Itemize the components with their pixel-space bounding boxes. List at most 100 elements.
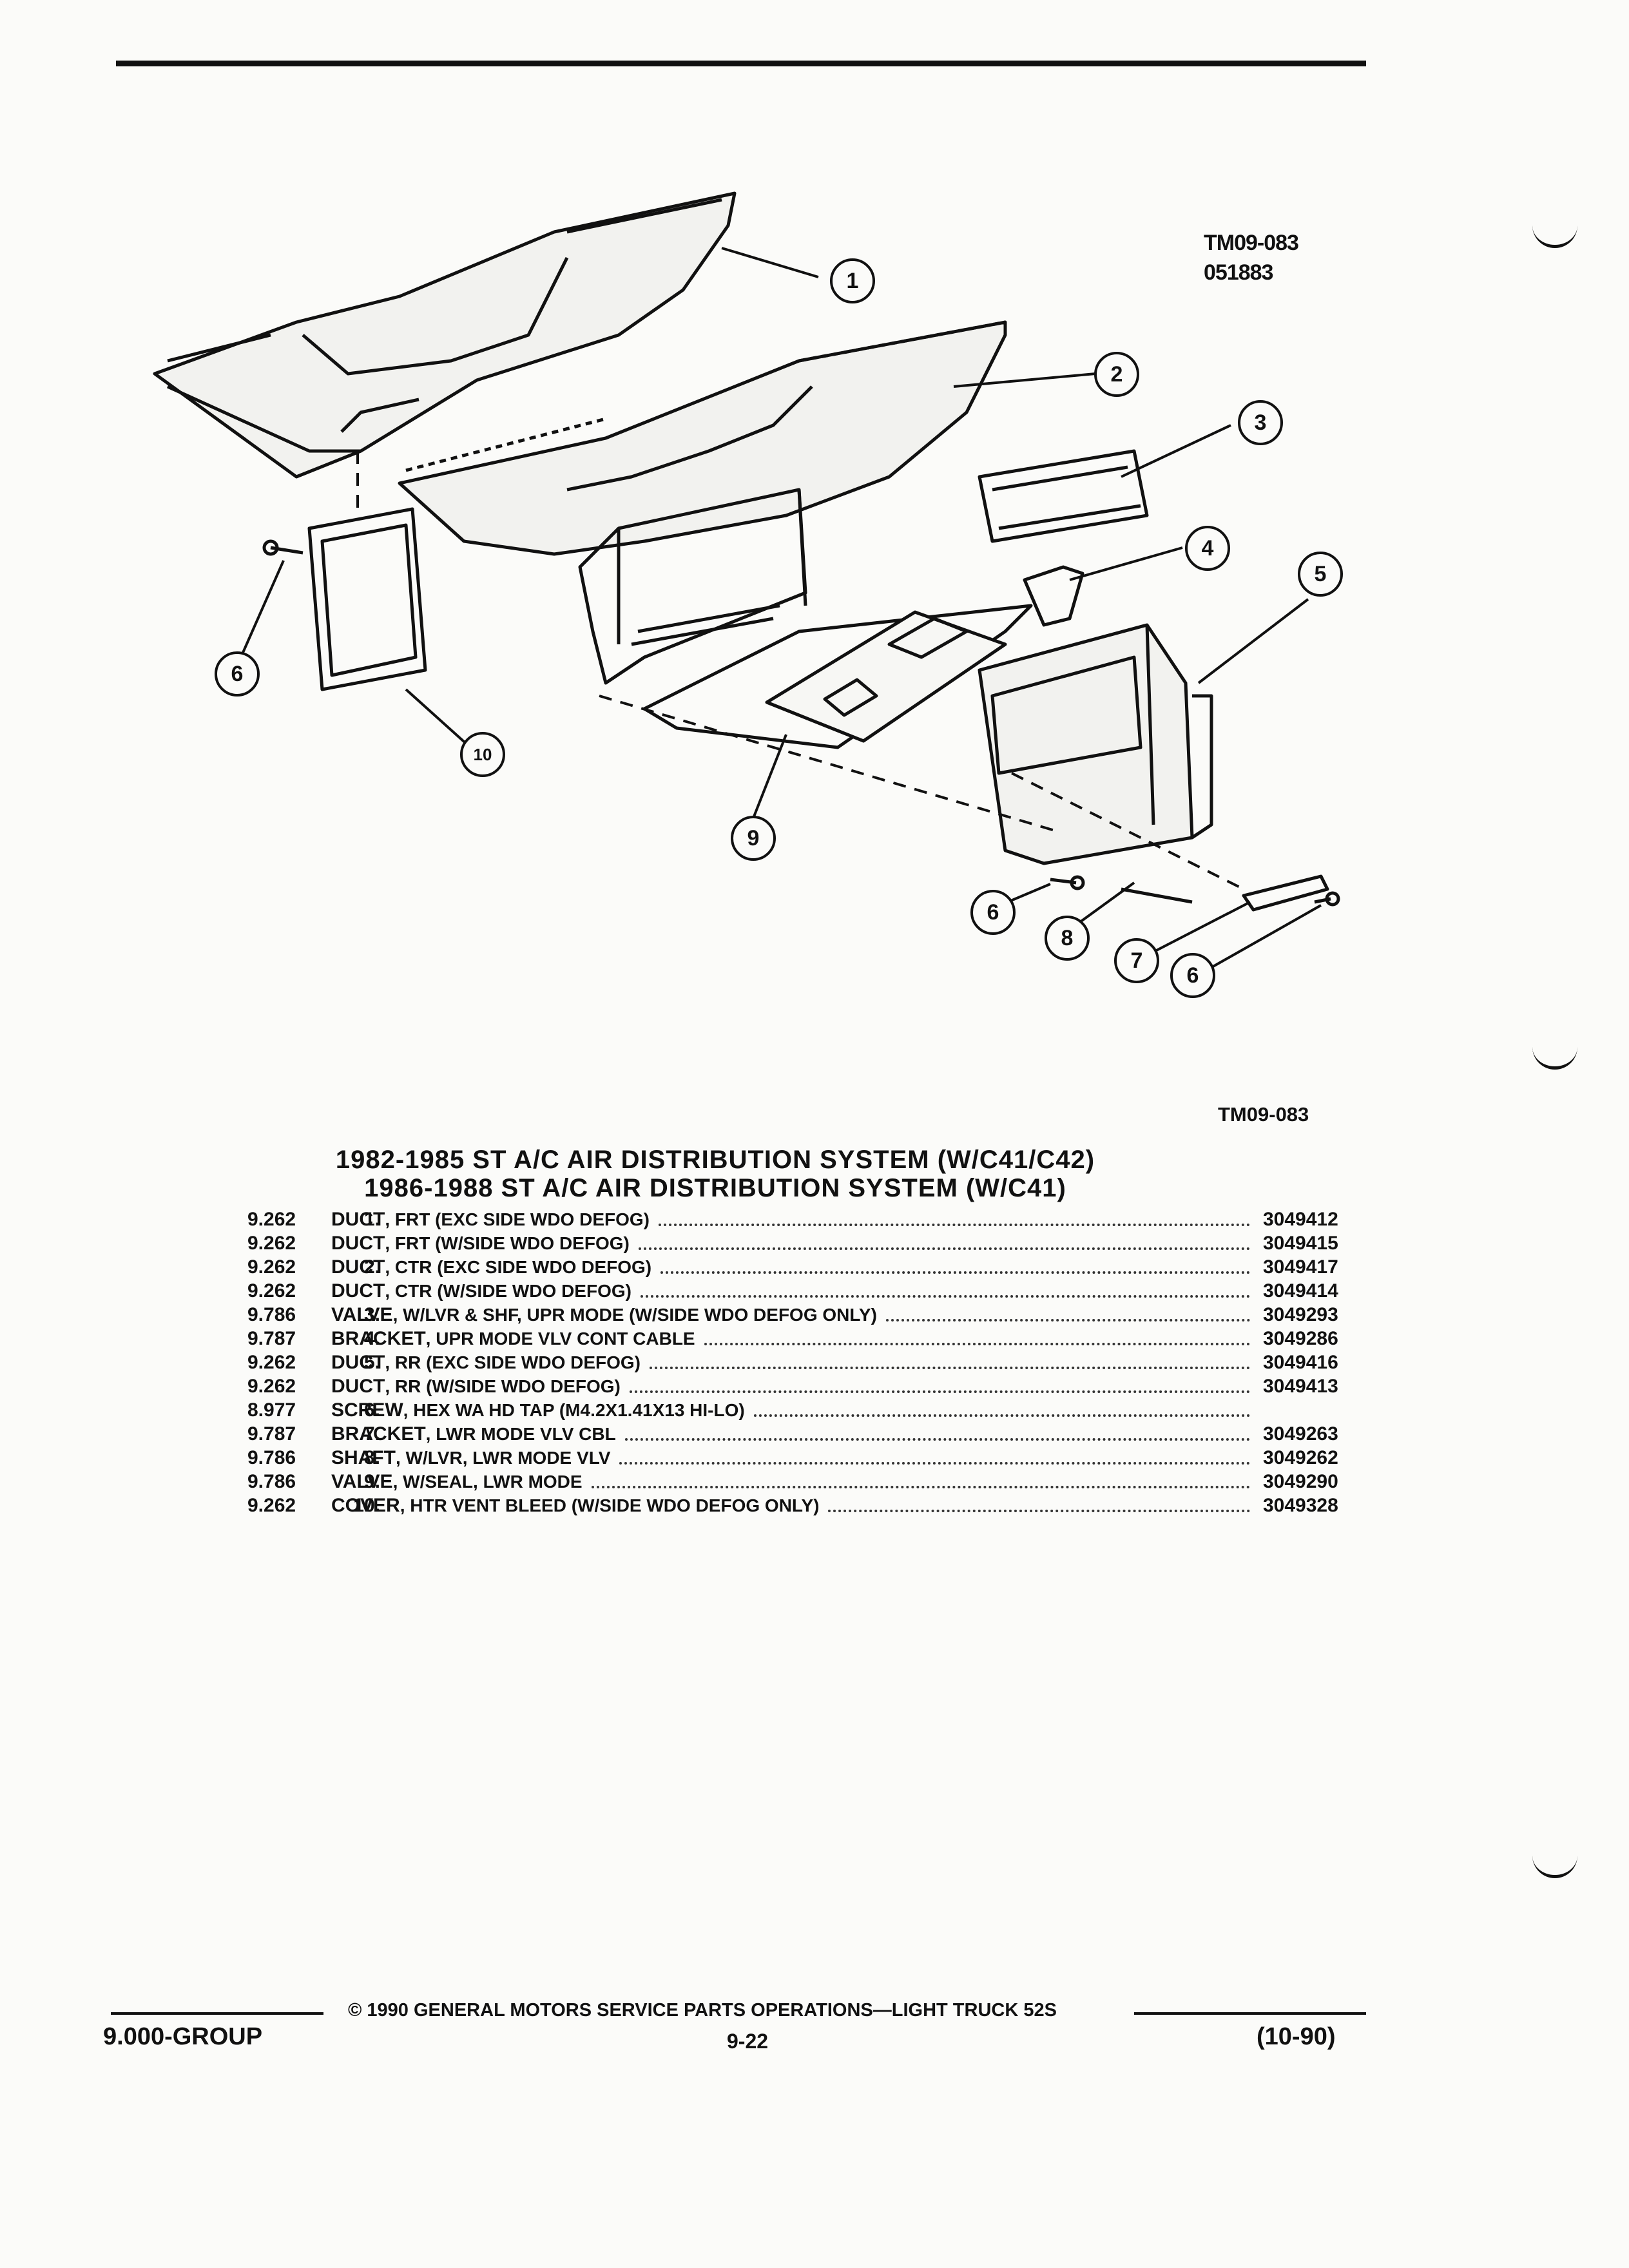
part-row: 9.262 DUCT, CTR (W/SIDE WDO DEFOG) 30494…	[161, 1280, 1385, 1304]
upper-bracket	[1023, 565, 1084, 627]
part-catalog-number: 3049293	[1263, 1304, 1338, 1325]
part-group-code: 9.262	[247, 1376, 296, 1397]
fasteners	[262, 539, 1340, 912]
part-description: , FRT (EXC SIDE WDO DEFOG)	[385, 1209, 650, 1229]
part-name: VALVE, W/SEAL, LWR MODE	[331, 1471, 583, 1493]
upper-mode-valve	[978, 449, 1149, 543]
leader-dots	[704, 1341, 1250, 1345]
part-row: 2. 9.262 DUCT, CTR (EXC SIDE WDO DEFOG) …	[161, 1256, 1385, 1280]
part-description: , W/LVR, LWR MODE VLV	[396, 1448, 611, 1468]
part-name: DUCT, FRT (EXC SIDE WDO DEFOG)	[331, 1209, 650, 1231]
part-group-code: 9.262	[247, 1256, 296, 1278]
part-description: , RR (EXC SIDE WDO DEFOG)	[385, 1352, 641, 1372]
leader-dots	[641, 1293, 1250, 1298]
part-name: DUCT, RR (W/SIDE WDO DEFOG)	[331, 1376, 621, 1398]
part-number-index: 7.	[363, 1423, 380, 1445]
part-catalog-number: 3049290	[1263, 1471, 1338, 1492]
leader-dots	[650, 1365, 1250, 1369]
part-row: 9.262 DUCT, RR (W/SIDE WDO DEFOG) 304941…	[161, 1376, 1385, 1399]
front-duct	[153, 191, 737, 479]
page-number: 9-22	[727, 2030, 769, 2053]
callout-2: 2	[1094, 352, 1139, 397]
vent-bleed-cover	[307, 507, 427, 691]
part-number-index: 1.	[363, 1209, 380, 1230]
binding-mark	[1532, 1047, 1577, 1070]
footer-rule-right	[1134, 2012, 1366, 2015]
part-name: VALVE, W/LVR & SHF, UPR MODE (W/SIDE WDO…	[331, 1304, 877, 1326]
callout-8: 8	[1045, 916, 1090, 961]
part-row: 1. 9.262 DUCT, FRT (EXC SIDE WDO DEFOG) …	[161, 1209, 1385, 1233]
part-catalog-number: 3049262	[1263, 1447, 1338, 1468]
callout-6: 6	[215, 651, 260, 697]
part-group-code: 9.786	[247, 1304, 296, 1325]
leader-dots	[639, 1245, 1250, 1250]
leader-dots	[754, 1412, 1250, 1417]
part-group-code: 8.977	[247, 1399, 296, 1421]
part-name: COVER, HTR VENT BLEED (W/SIDE WDO DEFOG …	[331, 1495, 819, 1517]
part-name-text: VALVE	[331, 1304, 393, 1325]
binding-mark	[1532, 1856, 1577, 1878]
callout-6: 6	[970, 890, 1016, 935]
part-name: SHAFT, W/LVR, LWR MODE VLV	[331, 1447, 610, 1469]
part-description: , W/SEAL, LWR MODE	[392, 1472, 583, 1492]
part-name-text: DUCT	[331, 1209, 385, 1230]
part-name-text: SCREW	[331, 1399, 403, 1421]
part-row: 10. 9.262 COVER, HTR VENT BLEED (W/SIDE …	[161, 1495, 1385, 1519]
callout-10: 10	[460, 732, 505, 777]
part-row: 8. 9.786 SHAFT, W/LVR, LWR MODE VLV 3049…	[161, 1447, 1385, 1471]
distribution-frame	[578, 488, 1033, 749]
part-description: , UPR MODE VLV CONT CABLE	[425, 1329, 695, 1349]
part-description: , CTR (W/SIDE WDO DEFOG)	[385, 1281, 631, 1301]
part-row: 3. 9.786 VALVE, W/LVR & SHF, UPR MODE (W…	[161, 1304, 1385, 1328]
revision-date: (10-90)	[1257, 2023, 1336, 2050]
lower-mode-valve	[765, 610, 1007, 743]
title-line-2: 1986-1988 ST A/C AIR DISTRIBUTION SYSTEM…	[364, 1174, 1066, 1202]
footer-rule-left	[111, 2012, 323, 2015]
part-name: DUCT, RR (EXC SIDE WDO DEFOG)	[331, 1352, 641, 1374]
binding-mark	[1532, 226, 1577, 248]
part-group-code: 9.262	[247, 1233, 296, 1254]
part-description: , CTR (EXC SIDE WDO DEFOG)	[385, 1257, 652, 1277]
title-block: 1982-1985 ST A/C AIR DISTRIBUTION SYSTEM…	[232, 1146, 1199, 1202]
leader-dots	[592, 1484, 1250, 1488]
part-name: DUCT, CTR (W/SIDE WDO DEFOG)	[331, 1280, 631, 1302]
part-catalog-number: 3049412	[1263, 1209, 1338, 1230]
part-number-index: 2.	[363, 1256, 380, 1278]
part-name: BRACKET, UPR MODE VLV CONT CABLE	[331, 1328, 695, 1350]
part-name-text: SHAFT	[331, 1447, 396, 1468]
part-name-text: COVER	[331, 1495, 400, 1516]
part-group-code: 9.786	[247, 1471, 296, 1492]
part-name: DUCT, CTR (EXC SIDE WDO DEFOG)	[331, 1256, 651, 1278]
parts-list: 1. 9.262 DUCT, FRT (EXC SIDE WDO DEFOG) …	[161, 1209, 1385, 1519]
part-name-text: DUCT	[331, 1280, 385, 1302]
part-name-text: DUCT	[331, 1256, 385, 1278]
part-number-index: 8.	[363, 1447, 380, 1468]
leader-dots	[886, 1317, 1250, 1321]
part-catalog-number: 3049328	[1263, 1495, 1338, 1516]
part-catalog-number: 3049413	[1263, 1376, 1338, 1397]
part-number-index: 5.	[363, 1352, 380, 1373]
part-catalog-number: 3049415	[1263, 1233, 1338, 1254]
leader-dots	[660, 1269, 1250, 1274]
group-label: 9.000-GROUP	[103, 2023, 263, 2050]
part-group-code: 9.787	[247, 1328, 296, 1349]
part-name-text: VALVE	[331, 1471, 393, 1492]
rear-duct	[978, 623, 1213, 865]
part-name-text: BRACKET	[331, 1423, 426, 1445]
part-number-index: 4.	[363, 1328, 380, 1349]
callout-6: 6	[1170, 953, 1215, 998]
part-number-index: 6.	[363, 1399, 380, 1421]
part-name-text: DUCT	[331, 1376, 385, 1397]
part-description: , HEX WA HD TAP (M4.2X1.41X13 HI-LO)	[403, 1400, 745, 1420]
leader-dots	[828, 1508, 1250, 1512]
part-row: 9.262 DUCT, FRT (W/SIDE WDO DEFOG) 30494…	[161, 1233, 1385, 1256]
callout-1: 1	[830, 258, 875, 303]
part-description: , FRT (W/SIDE WDO DEFOG)	[385, 1233, 630, 1253]
part-row: 4. 9.787 BRACKET, UPR MODE VLV CONT CABL…	[161, 1328, 1385, 1352]
part-name: SCREW, HEX WA HD TAP (M4.2X1.41X13 HI-LO…	[331, 1399, 745, 1421]
part-group-code: 9.262	[247, 1280, 296, 1302]
part-group-code: 9.262	[247, 1209, 296, 1230]
part-row: 7. 9.787 BRACKET, LWR MODE VLV CBL 30492…	[161, 1423, 1385, 1447]
part-description: , LWR MODE VLV CBL	[425, 1424, 616, 1444]
title-line-1: 1982-1985 ST A/C AIR DISTRIBUTION SYSTEM…	[335, 1146, 1095, 1174]
